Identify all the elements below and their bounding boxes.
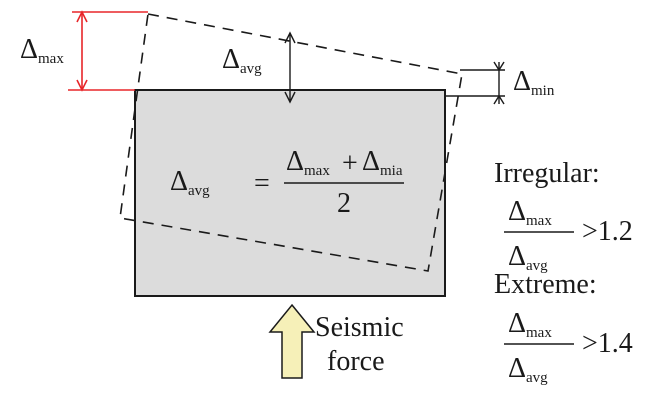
svg-text:Δavg: Δavg	[508, 241, 548, 274]
extreme-ratio: Δmax Δavg >1.4	[504, 308, 633, 386]
average-formula: Δavg = Δmax + Δmia 2	[170, 146, 404, 219]
delta-min-dimension	[445, 61, 505, 105]
force-label: force	[327, 346, 385, 377]
up-arrow-icon	[268, 303, 316, 379]
formula-plus: +	[342, 148, 358, 179]
seismic-label: Seismic	[315, 312, 404, 343]
formula-equals: =	[254, 168, 270, 199]
svg-text:Δmia: Δmia	[362, 146, 403, 179]
original-floor-plan	[134, 89, 446, 297]
irregular-heading: Irregular:	[494, 158, 600, 189]
svg-text:Δavg: Δavg	[508, 353, 548, 386]
svg-text:>1.2: >1.2	[582, 216, 633, 247]
delta-avg-dimension	[284, 31, 296, 104]
svg-text:Δmax: Δmax	[286, 146, 330, 179]
svg-text:Δavg: Δavg	[170, 166, 210, 199]
delta-avg-label: Δavg	[222, 44, 262, 77]
irregular-ratio: Δmax Δavg >1.2	[504, 196, 633, 274]
formula-denominator: 2	[337, 188, 351, 219]
svg-text:Δmax: Δmax	[508, 196, 552, 229]
delta-min-label: Δmin	[513, 66, 555, 99]
extreme-heading: Extreme:	[494, 269, 597, 300]
displaced-floor-plan	[119, 13, 463, 272]
delta-max-label: Δmax	[20, 34, 64, 67]
svg-text:Δmax: Δmax	[508, 308, 552, 341]
delta-max-dimension	[68, 10, 148, 92]
svg-text:>1.4: >1.4	[582, 328, 633, 359]
